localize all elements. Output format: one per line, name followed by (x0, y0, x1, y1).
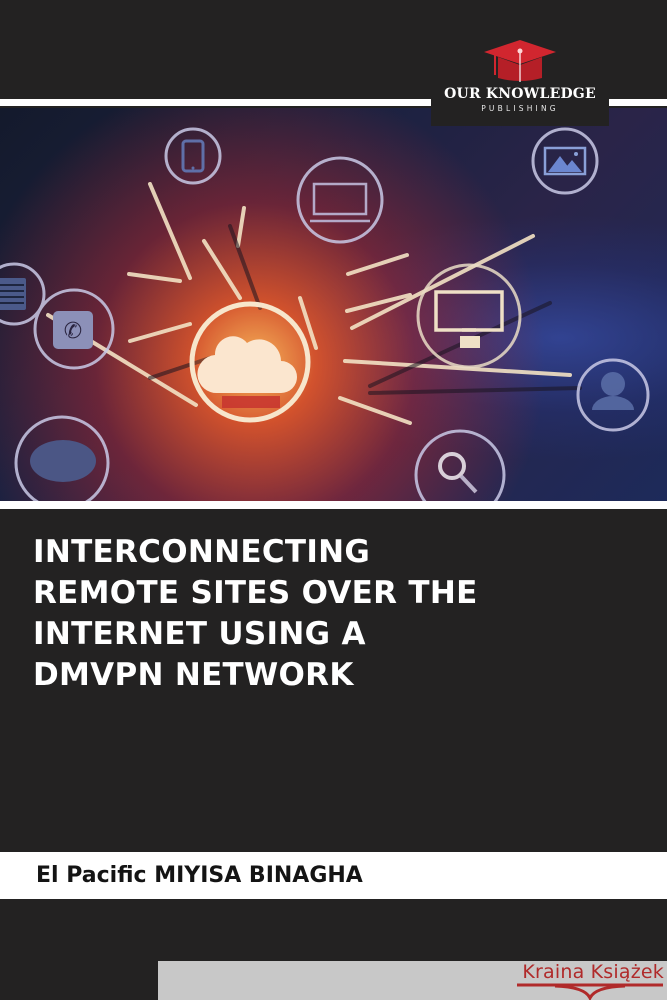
document-list-icon (0, 278, 26, 310)
search-icon (438, 452, 478, 494)
open-book-icon (517, 983, 663, 1000)
book-title: INTERCONNECTING REMOTE SITES OVER THE IN… (33, 532, 653, 696)
laptop-icon (310, 182, 370, 223)
desktop-monitor-icon (434, 290, 504, 348)
chat-bubble-icon (30, 440, 96, 482)
bottom-divider-stripe (0, 501, 667, 509)
publisher-subtitle: PUBLISHING (481, 104, 559, 113)
node-smartphone (164, 127, 222, 185)
smartphone-icon (181, 139, 205, 173)
node-user (576, 358, 650, 432)
node-phone (33, 288, 115, 370)
publisher-logo: OUR KNOWLEDGE PUBLISHING (431, 30, 609, 126)
node-search (414, 429, 506, 501)
graduation-cap-icon (484, 40, 556, 82)
user-icon (592, 372, 634, 410)
top-divider-stripe (0, 99, 667, 106)
connection-line (202, 239, 242, 300)
title-line: INTERNET USING A (33, 616, 366, 652)
watermark-text: Kraina Książek (522, 961, 664, 983)
title-line: REMOTE SITES OVER THE (33, 575, 478, 611)
publisher-name: OUR KNOWLEDGE (444, 86, 596, 102)
image-icon (543, 146, 587, 176)
phone-icon: ✆ (53, 311, 93, 349)
author-name: El Pacific MIYISA BINAGHA (36, 863, 363, 888)
node-chat (14, 415, 110, 501)
node-image (531, 127, 599, 195)
node-document-list (0, 262, 46, 326)
node-desktop (416, 263, 522, 369)
cloud-icon (197, 336, 297, 408)
node-laptop (296, 156, 384, 244)
author-band: El Pacific MIYISA BINAGHA (0, 852, 667, 899)
title-line: DMVPN NETWORK (33, 657, 354, 693)
cover-illustration: ✆ (0, 108, 667, 501)
watermark-bar: Kraina Książek (158, 961, 667, 1000)
svg-text:✆: ✆ (64, 319, 82, 344)
title-line: INTERCONNECTING (33, 534, 371, 570)
